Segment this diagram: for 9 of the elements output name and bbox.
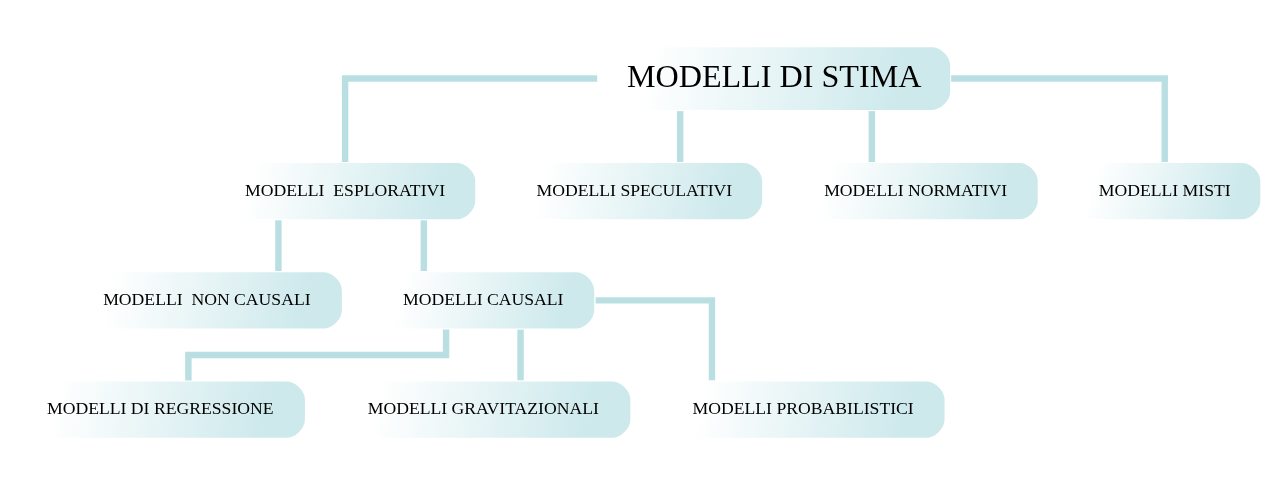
connector	[185, 329, 450, 380]
connector	[868, 110, 876, 162]
connector	[341, 74, 598, 162]
connector	[517, 329, 524, 380]
connector	[676, 110, 684, 162]
connector	[595, 296, 716, 380]
connector	[420, 219, 428, 271]
connector	[951, 74, 1168, 162]
connector	[275, 219, 282, 271]
